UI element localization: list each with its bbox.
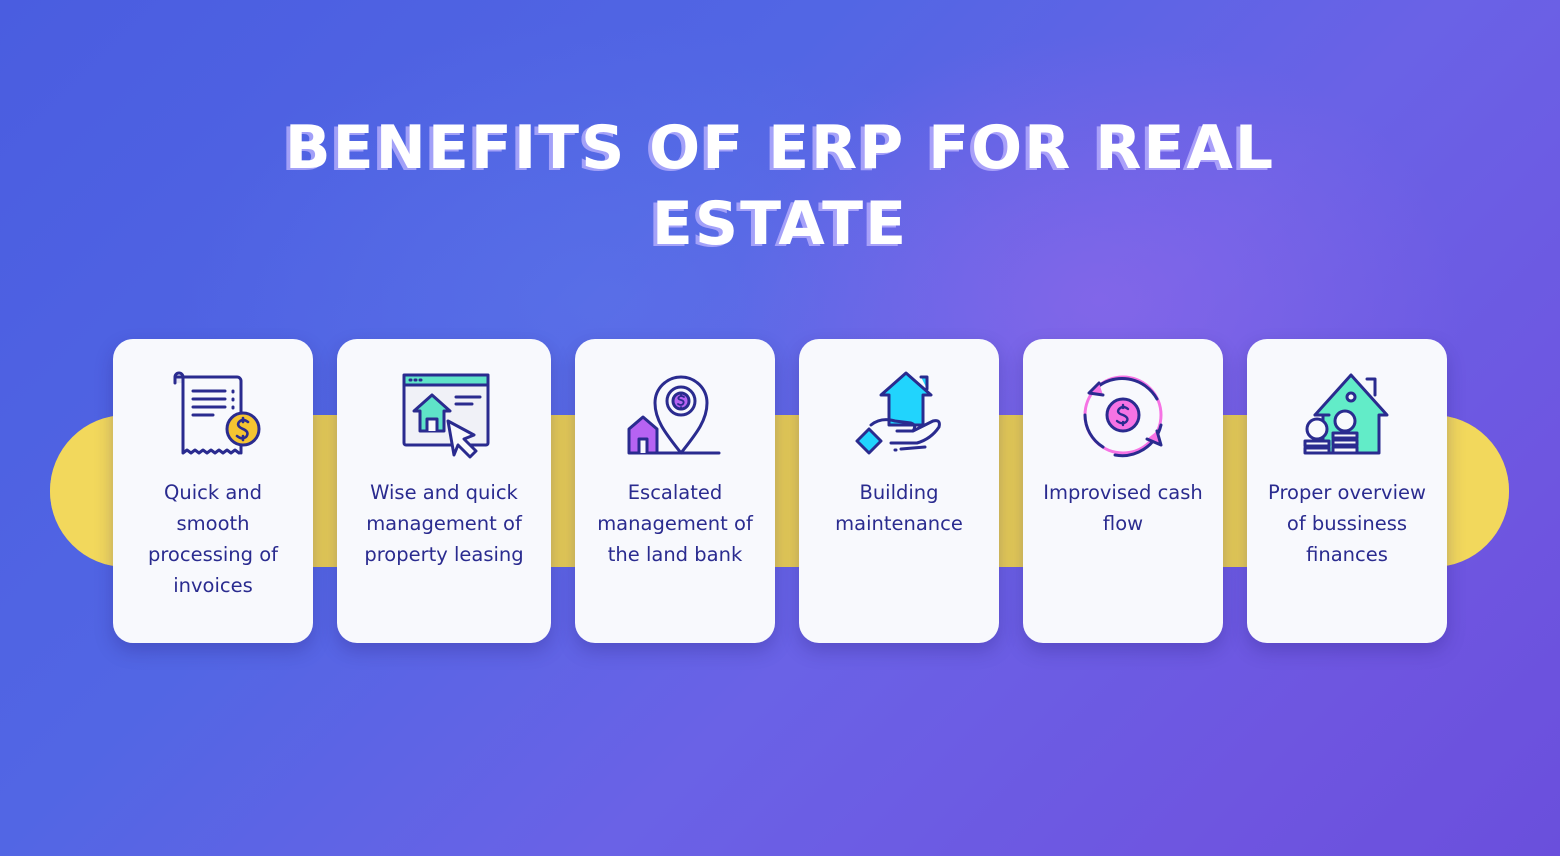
hand-holding-house-icon (851, 369, 947, 461)
benefit-card-finances: Proper overview of bussiness finances (1247, 339, 1447, 643)
invoice-receipt-dollar-icon (165, 369, 261, 461)
location-pin-house-dollar-icon (627, 369, 723, 461)
benefit-card-cash-flow: Improvised cash flow (1023, 339, 1223, 643)
benefit-card-maintenance: Building maintenance (799, 339, 999, 643)
benefit-label: Quick and smooth processing of invoices (147, 481, 279, 597)
benefit-card-land-bank: Escalated management of the land bank (575, 339, 775, 643)
benefit-label: Proper overview of bussiness finances (1268, 481, 1426, 566)
benefit-label: Wise and quick management of property le… (364, 481, 524, 566)
benefit-label: Improvised cash flow (1043, 481, 1203, 535)
title-line-1: BENEFITS OF ERP FOR REAL (284, 113, 1276, 183)
benefit-card-leasing: Wise and quick management of property le… (337, 339, 551, 643)
benefit-card-invoices: Quick and smooth processing of invoices (113, 339, 313, 643)
benefit-label: Building maintenance (835, 481, 963, 535)
benefit-label: Escalated management of the land bank (597, 481, 753, 566)
browser-house-cursor-icon (396, 369, 492, 461)
page-title: BENEFITS OF ERP FOR REAL ESTATE (0, 110, 1560, 262)
cycle-arrows-dollar-icon (1075, 369, 1171, 461)
house-coins-icon (1299, 369, 1395, 461)
title-line-2: ESTATE (651, 189, 909, 259)
